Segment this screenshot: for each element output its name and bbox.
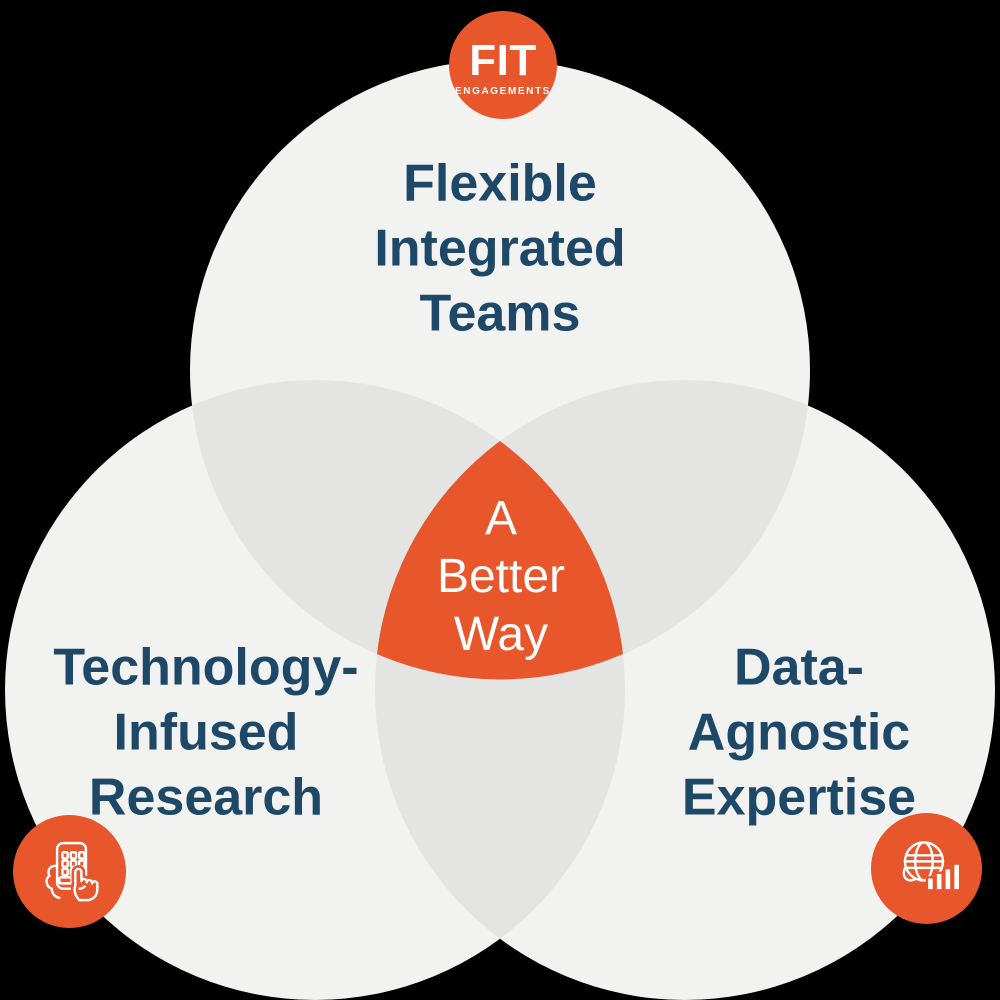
label-line: Teams	[419, 284, 581, 343]
label-a-better-way: A Better Way	[437, 490, 565, 664]
label-data-agnostic-expertise: Data- Agnostic Expertise	[682, 636, 916, 831]
label-line: Research	[88, 768, 324, 827]
fit-badge-title: FIT	[469, 36, 537, 85]
label-line: Agnostic	[687, 703, 911, 762]
label-technology-infused-research: Technology- Infused Research	[53, 636, 358, 831]
label-line: Expertise	[681, 768, 917, 827]
label-line: Technology-	[53, 638, 359, 697]
label-line: A	[484, 492, 517, 545]
data-badge	[871, 813, 982, 924]
hand-tapping-phone-icon	[44, 841, 101, 904]
bar-chart-bars	[925, 862, 961, 891]
label-line: Data-	[733, 638, 865, 697]
label-line: Integrated	[374, 219, 626, 278]
label-line: Flexible	[403, 154, 597, 213]
label-line: Infused	[113, 703, 299, 762]
fit-badge-subtitle: ENGAGEMENTS	[455, 86, 551, 97]
label-line: Way	[453, 608, 549, 661]
label-flexible-integrated-teams: Flexible Integrated Teams	[374, 152, 625, 347]
fit-engagements-badge: FIT ENGAGEMENTS	[449, 11, 557, 119]
globe-bar-chart-icon	[902, 840, 961, 891]
venn-center-intersection	[377, 441, 623, 680]
technology-badge	[13, 815, 126, 928]
label-line: Better	[436, 550, 566, 603]
